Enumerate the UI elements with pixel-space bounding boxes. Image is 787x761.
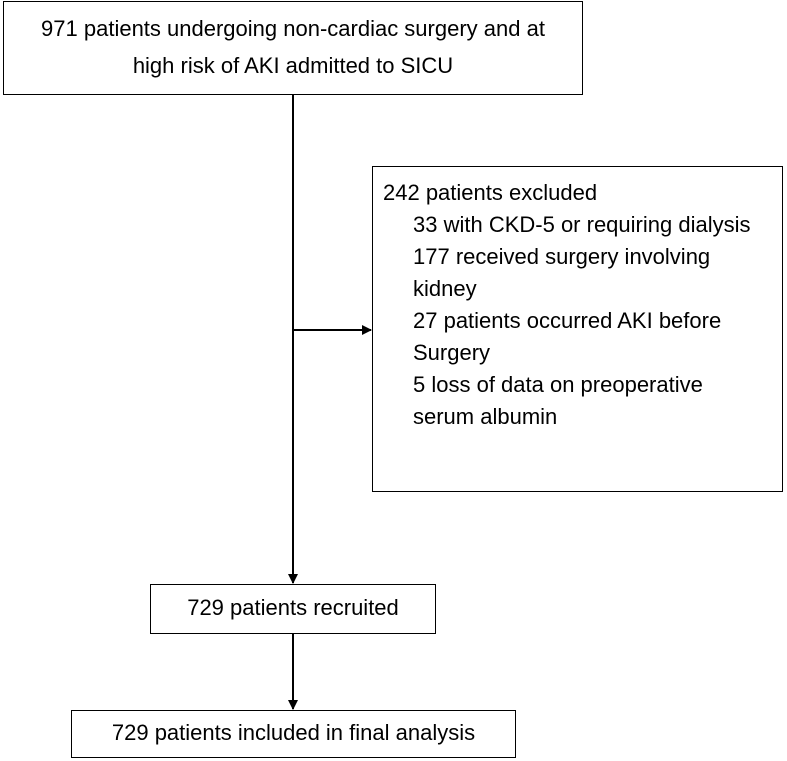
- final-analysis-box: 729 patients included in final analysis: [71, 710, 516, 758]
- excluded-box: 242 patients excluded 33 with CKD-5 or r…: [372, 166, 783, 492]
- excluded-item-aki-line-1: 27 patients occurred AKI before: [413, 308, 722, 333]
- enrollment-line-2: high risk of AKI admitted to SICU: [132, 53, 454, 78]
- final-analysis-label: 729 patients included in final analysis: [111, 720, 476, 745]
- excluded-header: 242 patients excluded: [383, 180, 598, 205]
- excluded-item-aki-line-2: Surgery: [413, 340, 491, 365]
- excluded-item-ckd: 33 with CKD-5 or requiring dialysis: [413, 212, 751, 237]
- recruited-box: 729 patients recruited: [150, 584, 436, 634]
- enrollment-box: 971 patients undergoing non-cardiac surg…: [3, 1, 583, 95]
- excluded-item-albumin-line-2: serum albumin: [413, 404, 558, 429]
- excluded-items: 33 with CKD-5 or requiring dialysis 177 …: [413, 209, 782, 433]
- excluded-item-kidney-surgery-line-1: 177 received surgery involving: [413, 244, 711, 269]
- enrollment-line-1: 971 patients undergoing non-cardiac surg…: [41, 16, 545, 41]
- excluded-item-kidney-surgery-line-2: kidney: [413, 276, 477, 301]
- excluded-item-albumin-line-1: 5 loss of data on preoperative: [413, 372, 703, 397]
- recruited-label: 729 patients recruited: [187, 595, 399, 620]
